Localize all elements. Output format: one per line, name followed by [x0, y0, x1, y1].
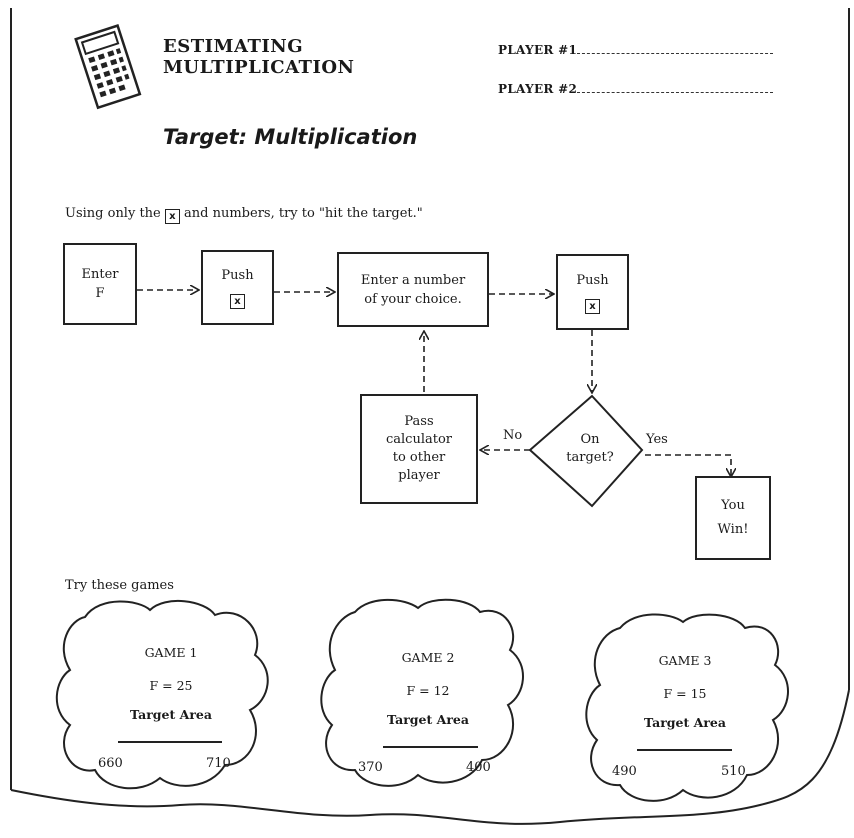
enter-number-line-1: Enter a number [360, 272, 466, 288]
multiply-key-icon: x [585, 298, 600, 314]
worksheet-title: ESTIMATING MULTIPLICATION [163, 36, 355, 78]
push-x-box-2: Push x [556, 254, 629, 330]
game-1-high: 710 [206, 756, 231, 771]
game-3-factor: F = 15 [663, 686, 707, 701]
decision-line-2: target? [566, 450, 614, 465]
pass-line-3: to other [392, 450, 446, 465]
pass-line-1: Pass [404, 414, 434, 429]
you-win-line-1: You [721, 498, 745, 513]
page-subtitle: Target: Multiplication [163, 125, 418, 149]
enter-f-line-1: Enter [81, 267, 119, 282]
calculator-icon [74, 24, 142, 110]
game-2: GAME 2 F = 12 Target Area [368, 650, 488, 727]
enter-f-box: Enter F [63, 243, 137, 325]
game-2-cloud [320, 598, 524, 787]
game-2-high: 400 [466, 760, 491, 775]
player-1-field[interactable]: PLAYER #1 [498, 43, 774, 57]
push-label-1: Push [221, 268, 254, 283]
pass-calculator-box: Pass calculator to other player [360, 394, 478, 504]
arrow-yes-to-win [645, 454, 731, 476]
game-2-factor: F = 12 [406, 683, 450, 698]
enter-number-box: Enter a number of your choice. [337, 252, 489, 327]
yes-label: Yes [646, 432, 668, 447]
game-3-high: 510 [721, 764, 746, 779]
game-1-low: 660 [98, 756, 123, 771]
multiply-key-icon: x [230, 294, 245, 309]
player-2-blank[interactable] [577, 92, 774, 93]
torn-bottom-edge [10, 689, 850, 825]
player-1-label: PLAYER #1 [498, 43, 578, 57]
instructions: Using only the x and numbers, try to "hi… [65, 206, 423, 224]
push-x-box-1: Push x [201, 250, 274, 325]
game-3-target-label: Target Area [644, 715, 726, 730]
decision-diamond [528, 394, 644, 508]
game-2-title: GAME 2 [401, 650, 455, 665]
game-2-low: 370 [358, 760, 383, 775]
instructions-suffix: and numbers, try to "hit the target." [184, 206, 423, 221]
game-3-low: 490 [612, 764, 637, 779]
no-label: No [503, 428, 523, 443]
you-win-box: You Win! [695, 476, 771, 560]
player-2-field[interactable]: PLAYER #2 [498, 82, 774, 96]
game-1-title: GAME 1 [144, 645, 198, 660]
push-label-2: Push [576, 272, 609, 288]
you-win-line-2: Win! [717, 522, 749, 537]
pass-line-4: player [398, 468, 440, 483]
instructions-prefix: Using only the [65, 206, 161, 221]
game-3-cloud [585, 613, 789, 802]
enter-f-line-2: F [95, 286, 105, 301]
multiply-key-icon: x [164, 209, 180, 224]
game-3: GAME 3 F = 15 Target Area [624, 653, 746, 730]
decision-line-1: On [580, 432, 600, 447]
player-2-label: PLAYER #2 [498, 82, 578, 96]
game-3-title: GAME 3 [658, 653, 712, 668]
game-1: GAME 1 F = 25 Target Area [108, 645, 234, 722]
game-2-target-label: Target Area [387, 712, 469, 727]
game-1-target-label: Target Area [130, 707, 212, 722]
game-1-factor: F = 25 [149, 678, 193, 693]
decision-label: On target? [550, 431, 630, 467]
title-line-1: ESTIMATING [163, 36, 304, 57]
pass-line-2: calculator [385, 432, 452, 447]
title-line-2: MULTIPLICATION [163, 57, 355, 78]
player-1-blank[interactable] [577, 53, 774, 54]
games-intro: Try these games [65, 578, 174, 593]
enter-number-line-2: of your choice. [364, 291, 462, 307]
